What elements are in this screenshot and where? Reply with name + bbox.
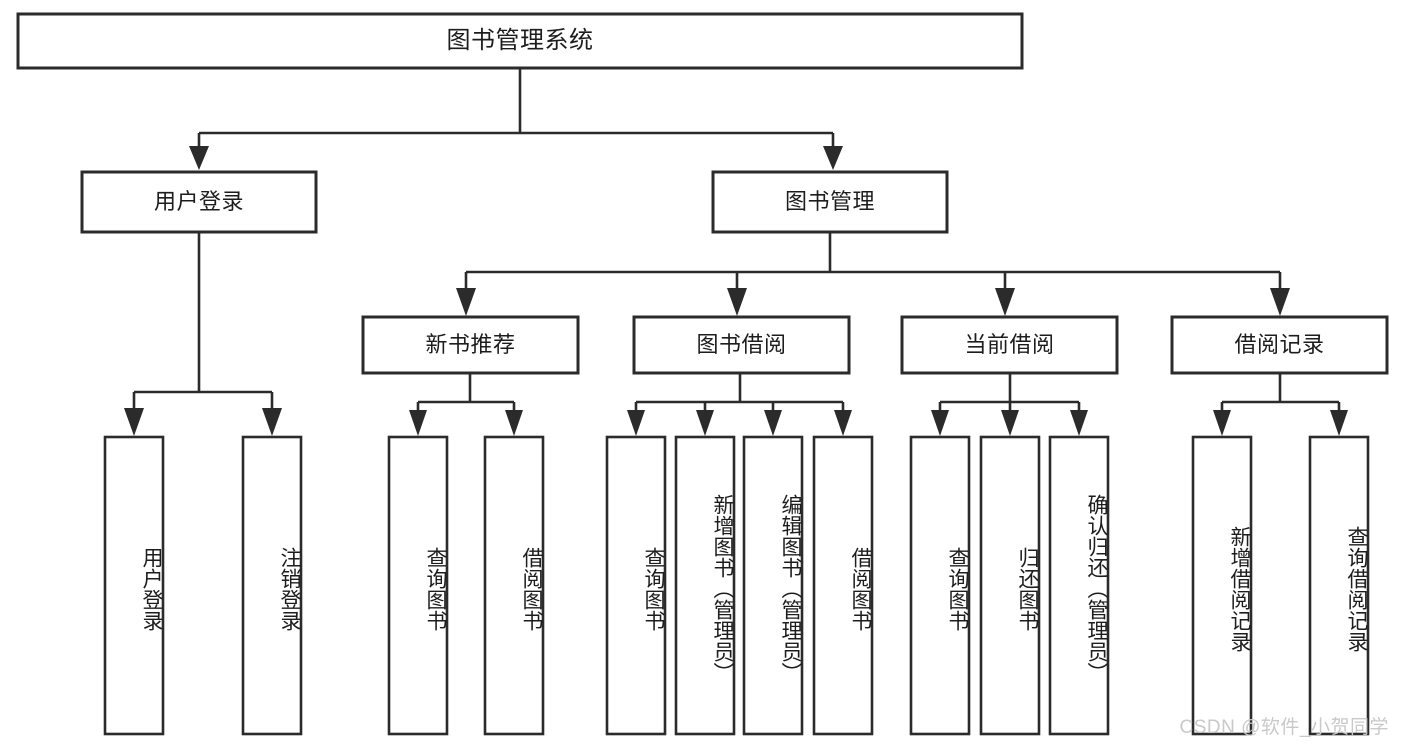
arrow-user-login: [189, 146, 209, 170]
node-leaf-edit-book-box[interactable]: [742, 435, 804, 736]
arrow-current-borrow: [995, 288, 1015, 316]
arrow-leaf-add-record: [1213, 410, 1231, 436]
node-leaf-logout-box[interactable]: [241, 435, 303, 736]
node-leaf-user-login-box[interactable]: [103, 435, 165, 736]
node-new-book-rec-box[interactable]: [361, 315, 580, 375]
node-leaf-borrow-book-1-box[interactable]: [483, 435, 545, 736]
arrow-leaf-logout: [262, 408, 282, 436]
node-user-login-box[interactable]: [80, 170, 318, 234]
node-leaf-query-record-box[interactable]: [1308, 435, 1370, 736]
node-leaf-query-book-3-box[interactable]: [909, 435, 971, 736]
node-leaf-return-book-box[interactable]: [979, 435, 1041, 736]
node-root-box[interactable]: [16, 12, 1024, 70]
arrow-new-book-rec: [456, 288, 476, 316]
node-leaf-borrow-book-2-box[interactable]: [812, 435, 874, 736]
node-leaf-query-book-2-box[interactable]: [605, 435, 667, 736]
node-leaf-confirm-return-box[interactable]: [1048, 435, 1110, 736]
arrow-leaf-user-login: [124, 408, 144, 436]
arrow-leaf-query-record: [1330, 410, 1348, 436]
node-leaf-query-book-1-box[interactable]: [387, 435, 449, 736]
node-leaf-add-book-box[interactable]: [674, 435, 736, 736]
arrow-leaf-query-book-2: [627, 410, 645, 436]
csdn-watermark: CSDN @软件_小贺同学: [1179, 717, 1389, 738]
arrow-leaf-return-book: [1001, 410, 1019, 436]
node-borrow-record-box[interactable]: [1170, 315, 1389, 375]
arrow-leaf-borrow-book-2: [834, 410, 852, 436]
node-book-borrow-box[interactable]: [632, 315, 851, 375]
arrow-leaf-query-book-3: [931, 410, 949, 436]
arrow-leaf-confirm-return: [1070, 410, 1088, 436]
arrow-leaf-query-book-1: [409, 410, 427, 436]
arrow-book-borrow: [727, 288, 747, 316]
arrow-leaf-add-book: [696, 410, 714, 436]
arrow-leaf-edit-book: [764, 410, 782, 436]
arrow-borrow-record: [1270, 288, 1290, 316]
node-book-manage-box[interactable]: [711, 170, 949, 234]
node-current-borrow-box[interactable]: [900, 315, 1119, 375]
arrow-book-manage: [823, 146, 843, 170]
node-leaf-add-record-box[interactable]: [1191, 435, 1253, 736]
arrow-leaf-borrow-book-1: [505, 410, 523, 436]
